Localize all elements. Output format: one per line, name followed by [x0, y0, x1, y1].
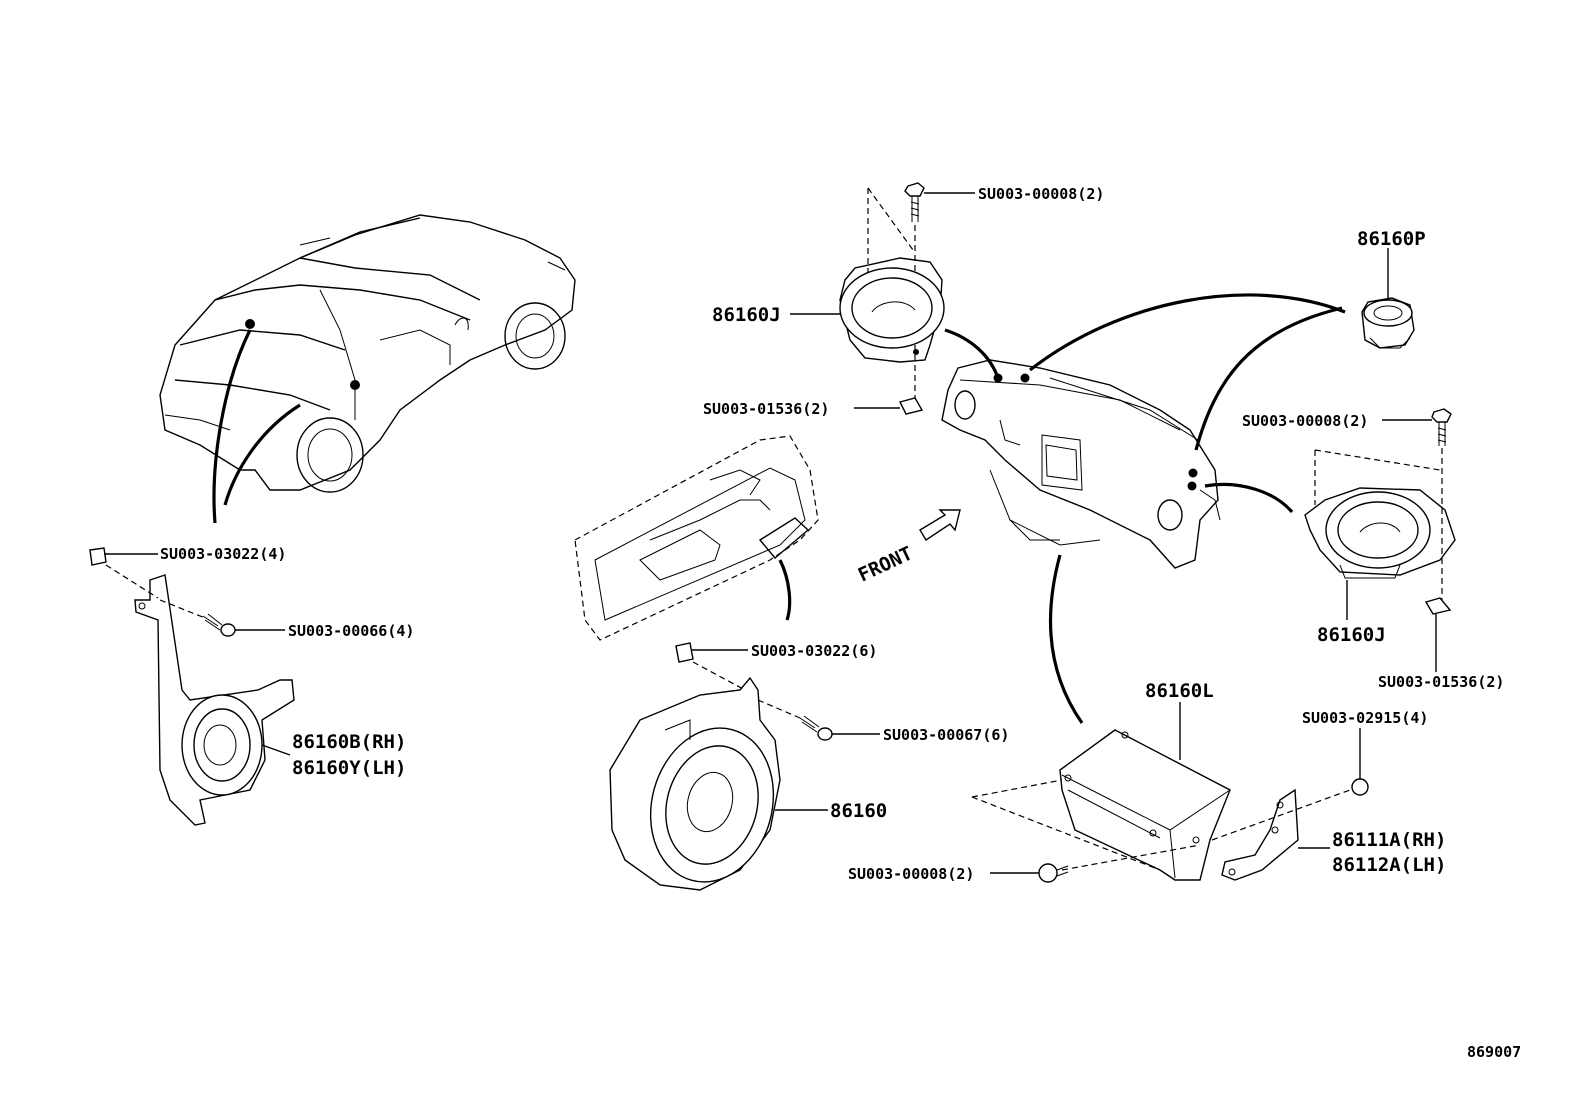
tweeter-nut-left-label: SU003-01536(2): [703, 400, 829, 418]
bracket-rh-label: 86111A(RH): [1332, 829, 1446, 851]
rear-speaker-drawing: [134, 574, 295, 826]
bolt-icon: [990, 863, 1069, 883]
front-arrow-label: FRONT: [855, 542, 916, 586]
door-trim-drawing: [574, 435, 819, 641]
car-fastener-clip-label: SU003-03022(4): [160, 545, 286, 563]
right-bolt-label: SU003-00008(2): [1242, 412, 1368, 430]
rear-speaker-rh-label: 86160B(RH): [292, 731, 406, 753]
front-arrow-icon: [919, 509, 961, 541]
tweeter-left-drawing: [790, 257, 945, 363]
tweeter-right-drawing: [1304, 487, 1456, 620]
car-illustration: [159, 214, 576, 524]
door-screw-label: SU003-00067(6): [883, 726, 1009, 744]
bracket-bolt-label: SU003-02915(4): [1302, 709, 1428, 727]
door-speaker-label: 86160: [830, 800, 887, 822]
screw-icon: [799, 715, 880, 741]
clip-icon: [675, 642, 748, 663]
bracket-lh-label: 86112A(LH): [1332, 854, 1446, 876]
amplifier-label: 86160L: [1145, 680, 1214, 702]
door-clip-label: SU003-03022(6): [751, 642, 877, 660]
bolt-icon: [1351, 728, 1369, 796]
nut-icon: [1424, 597, 1452, 672]
dashboard-drawing: [941, 359, 1221, 569]
tweeter-nut-right-label: SU003-01536(2): [1378, 673, 1504, 691]
center-speaker-drawing: [1361, 297, 1415, 349]
bolt-icon: [904, 182, 975, 222]
tweeter-left-label: 86160J: [712, 304, 781, 326]
tweeter-right-label: 86160J: [1317, 624, 1386, 646]
amplifier-drawing: [1059, 729, 1231, 881]
amp-bolt-label: SU003-00008(2): [848, 865, 974, 883]
figure-number: 869007: [1467, 1043, 1521, 1061]
top-bolt-label: SU003-00008(2): [978, 185, 1104, 203]
clip-icon: [89, 547, 158, 566]
screw-icon: [202, 613, 285, 637]
nut-icon: [854, 397, 924, 415]
bolt-icon: [1382, 408, 1452, 446]
rear-speaker-lh-label: 86160Y(LH): [292, 757, 406, 779]
door-speaker-drawing: [609, 676, 828, 891]
center-speaker-label: 86160P: [1357, 228, 1426, 250]
car-screw-label: SU003-00066(4): [288, 622, 414, 640]
bracket-drawing: [1221, 788, 1330, 881]
